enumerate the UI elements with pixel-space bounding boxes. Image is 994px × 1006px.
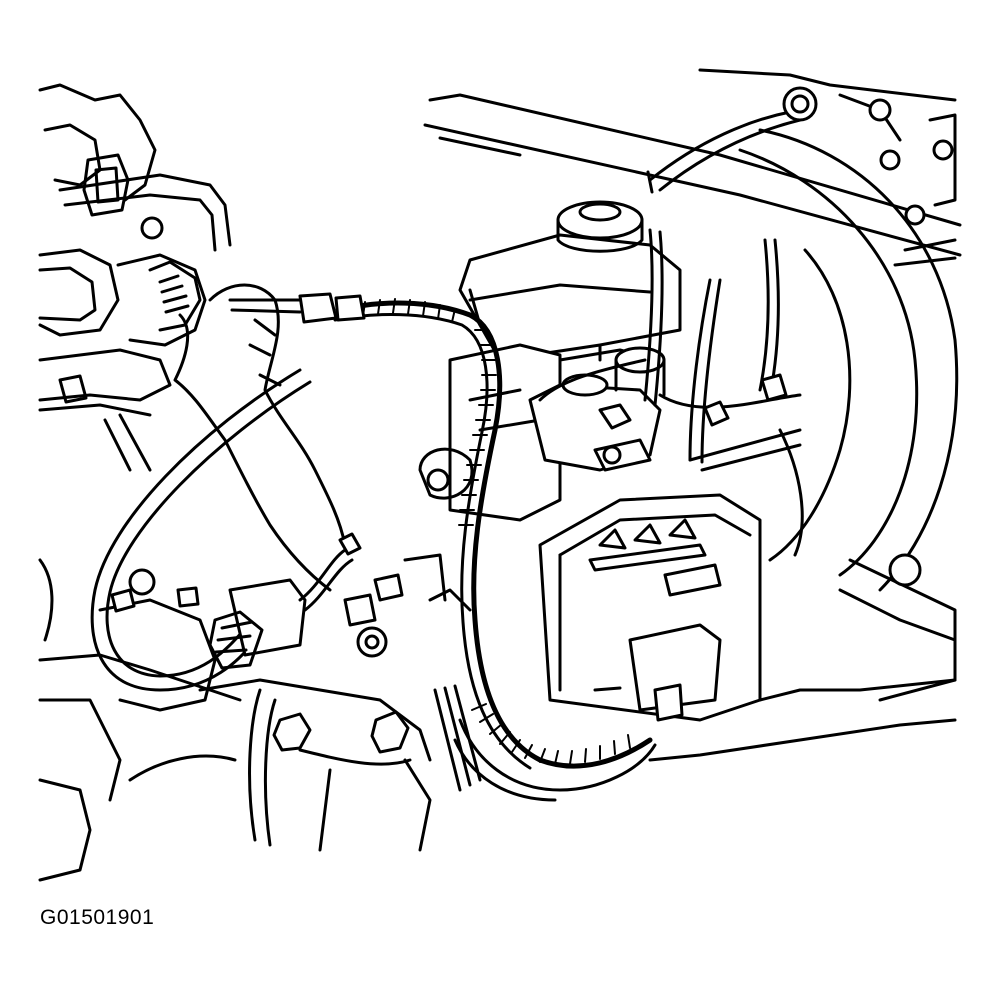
harness-wrap xyxy=(173,283,347,592)
wiring-harness-conduit xyxy=(333,298,657,802)
frame-rails xyxy=(423,68,962,257)
cable-loop xyxy=(90,288,482,692)
brake-line-top xyxy=(646,86,818,194)
figure-code-label: G01501901 xyxy=(40,906,155,929)
abs-control-module xyxy=(538,493,762,722)
engine-fitting-cluster xyxy=(38,83,232,472)
brake-booster xyxy=(738,128,959,702)
engine-block-contours xyxy=(403,553,957,762)
master-cylinder xyxy=(418,200,682,522)
mounting-bracket xyxy=(38,558,432,882)
throttle-cable xyxy=(228,292,366,324)
sensor-connector xyxy=(208,532,404,670)
brake-lines xyxy=(538,228,802,472)
